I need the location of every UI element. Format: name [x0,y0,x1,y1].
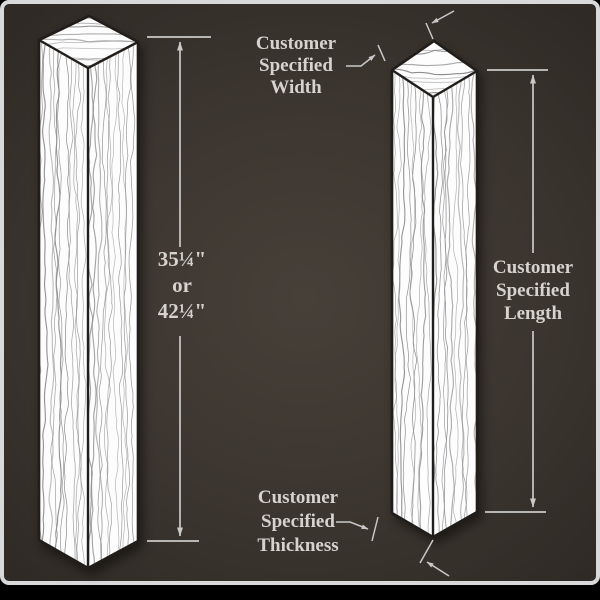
width-dimension-marks [346,10,455,67]
bottom-black-bar [0,585,600,600]
posts-diagram [37,10,548,577]
thickness-label: Customer Specified Thickness [257,487,339,556]
left-post-illustration [37,14,140,570]
width-label: Customer Specified Width [255,33,337,98]
right-post-illustration [390,39,479,539]
fixed-length-dimension-line [147,36,211,542]
thickness-dimension-marks [336,516,450,577]
fixed-length-label: 35¼" or 42¼" [157,247,207,323]
left-post-grain-left-face [39,40,87,568]
length-dimension-line [485,69,548,513]
length-label: Customer Specified Length [492,257,574,324]
right-post-grain-left-face [392,70,432,537]
left-post-grain-right-face [88,42,136,568]
